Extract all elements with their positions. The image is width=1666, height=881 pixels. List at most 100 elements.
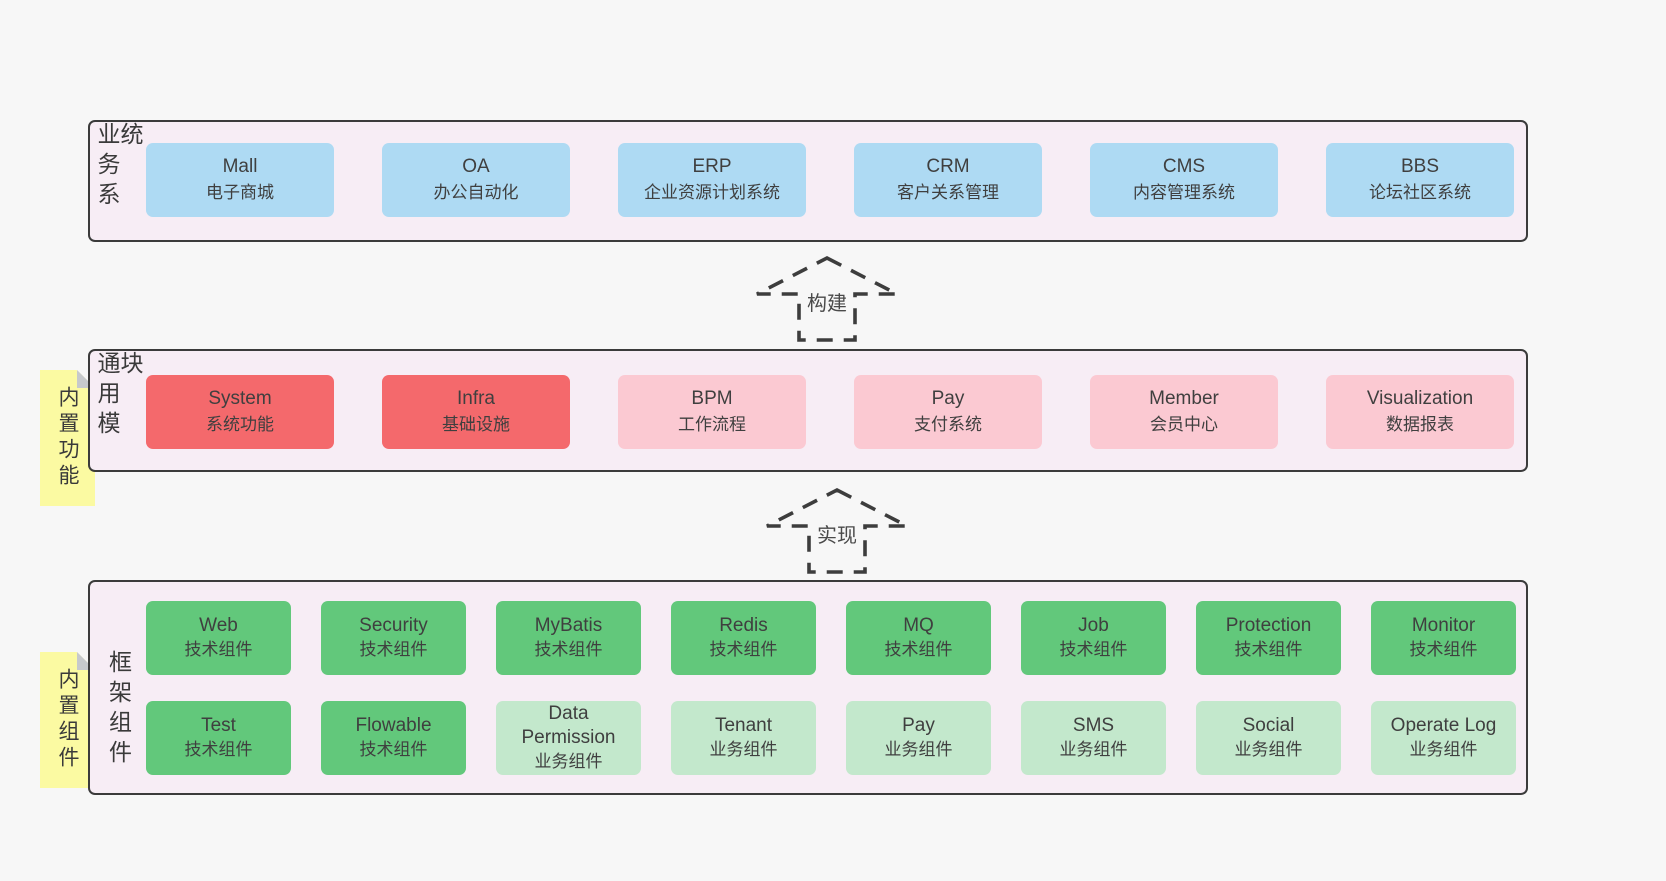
- box-title: System: [208, 388, 272, 409]
- box-title: Infra: [456, 388, 496, 409]
- box-title: BBS: [1400, 156, 1440, 177]
- box-title: Visualization: [1366, 388, 1474, 409]
- box-subtitle: 业务组件: [534, 752, 603, 771]
- box-subtitle: 技术组件: [709, 640, 778, 659]
- section-label-modules: 通用模块: [90, 351, 146, 470]
- box-title: Mall: [222, 156, 258, 177]
- sticky-note-label: 内置功能: [56, 386, 79, 490]
- box-subtitle: 技术组件: [1409, 640, 1478, 659]
- box-title: Web: [199, 615, 238, 636]
- arrow-implement-label: 实现: [813, 518, 861, 549]
- section-label-business: 业务系统: [90, 122, 146, 240]
- section-label-text: 框架组件: [105, 649, 132, 770]
- box-system: System 系统功能: [146, 375, 334, 449]
- box-title: ERP: [692, 156, 732, 177]
- sticky-note-built-in-components: 内置组件: [40, 652, 95, 788]
- box-mall: Mall 电子商城: [146, 143, 334, 217]
- box-subtitle: 基础设施: [442, 415, 510, 434]
- box-title: SMS: [1072, 715, 1115, 736]
- box-title: Tenant: [714, 715, 773, 736]
- box-visualization: Visualization 数据报表: [1326, 375, 1514, 449]
- box-title: Social: [1242, 715, 1295, 736]
- box-operate-log: Operate Log 业务组件: [1371, 701, 1516, 775]
- box-subtitle: 办公自动化: [433, 183, 519, 202]
- box-title: Test: [201, 715, 236, 736]
- box-title: Flowable: [355, 715, 432, 736]
- sticky-note-body: 内置功能: [40, 370, 95, 506]
- box-subtitle: 技术组件: [884, 640, 953, 659]
- sticky-note-body: 内置组件: [40, 652, 95, 788]
- box-title: BPM: [691, 388, 733, 409]
- box-title: MyBatis: [534, 615, 603, 636]
- box-cms: CMS 内容管理系统: [1090, 143, 1278, 217]
- box-subtitle: 技术组件: [359, 740, 428, 759]
- box-security: Security 技术组件: [321, 601, 466, 675]
- dashed-arrow-build: 构建: [752, 254, 902, 344]
- panel-common-modules: 通用模块 System 系统功能 Infra 基础设施 BPM 工作流程 Pay 支付系统 Me…: [88, 349, 1528, 472]
- arrow-up-icon: [766, 487, 908, 574]
- box-infra: Infra 基础设施: [382, 375, 570, 449]
- box-erp: ERP 企业资源计划系统: [618, 143, 806, 217]
- sticky-note-built-in-features: 内置功能: [40, 370, 95, 506]
- box-subtitle: 内容管理系统: [1133, 183, 1235, 202]
- box-subtitle: 技术组件: [1059, 640, 1128, 659]
- box-title: CMS: [1162, 156, 1206, 177]
- box-sms: SMS 业务组件: [1021, 701, 1166, 775]
- box-subtitle: 业务组件: [709, 740, 778, 759]
- box-bbs: BBS 论坛社区系统: [1326, 143, 1514, 217]
- arrow-build-label: 构建: [803, 286, 851, 317]
- box-pay: Pay 支付系统: [854, 375, 1042, 449]
- box-job: Job 技术组件: [1021, 601, 1166, 675]
- box-tenant: Tenant 业务组件: [671, 701, 816, 775]
- arrow-up-icon: [756, 255, 898, 342]
- box-title: Job: [1078, 615, 1109, 636]
- box-title: Pay: [931, 388, 965, 409]
- box-monitor: Monitor 技术组件: [1371, 601, 1516, 675]
- box-title: Monitor: [1411, 615, 1476, 636]
- section-label-text: 业务系统: [94, 122, 143, 212]
- box-title: MQ: [903, 615, 934, 636]
- box-subtitle: 支付系统: [914, 415, 982, 434]
- box-flowable: Flowable 技术组件: [321, 701, 466, 775]
- box-subtitle: 客户关系管理: [897, 183, 999, 202]
- box-subtitle: 业务组件: [1409, 740, 1478, 759]
- box-subtitle: 技术组件: [1234, 640, 1303, 659]
- dashed-arrow-implement: 实现: [762, 486, 912, 576]
- box-mq: MQ 技术组件: [846, 601, 991, 675]
- box-title: Member: [1149, 388, 1219, 409]
- box-title: OA: [462, 156, 490, 177]
- section-label-text: 通用模块: [94, 351, 143, 441]
- box-protection: Protection 技术组件: [1196, 601, 1341, 675]
- box-subtitle: 电子商城: [206, 183, 274, 202]
- box-title: Operate Log: [1390, 715, 1497, 736]
- box-subtitle: 技术组件: [184, 740, 253, 759]
- box-title: Security: [359, 615, 428, 636]
- box-oa: OA 办公自动化: [382, 143, 570, 217]
- box-subtitle: 论坛社区系统: [1369, 183, 1471, 202]
- box-subtitle: 技术组件: [359, 640, 428, 659]
- box-title: Redis: [719, 615, 768, 636]
- box-subtitle: 业务组件: [1059, 740, 1128, 759]
- box-subtitle: 企业资源计划系统: [644, 183, 780, 202]
- box-redis: Redis 技术组件: [671, 601, 816, 675]
- box-subtitle: 业务组件: [884, 740, 953, 759]
- box-subtitle: 工作流程: [678, 415, 746, 434]
- box-subtitle: 系统功能: [206, 415, 274, 434]
- box-title: Protection: [1225, 615, 1312, 636]
- box-subtitle: 数据报表: [1386, 415, 1454, 434]
